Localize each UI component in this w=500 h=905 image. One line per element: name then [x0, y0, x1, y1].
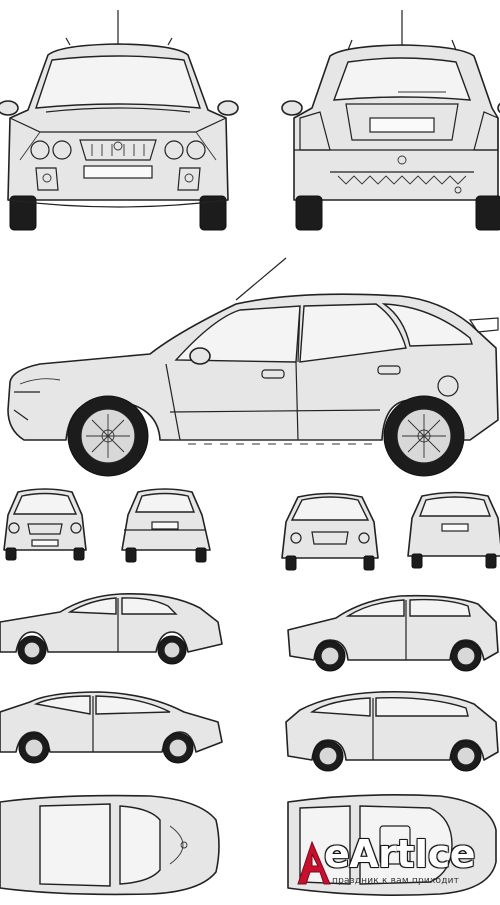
- brand-logo-icon: [297, 840, 331, 885]
- small-rear-view-1: [121, 488, 211, 563]
- rear-view-large: [281, 10, 500, 231]
- front-view-large: [0, 10, 239, 231]
- small-rear-view-2: [407, 491, 500, 569]
- small-side-view-3: [0, 691, 223, 764]
- top-view-2: [287, 794, 497, 896]
- watermark-tagline: праздник к вам приходит: [332, 876, 460, 886]
- watermark: eArtIce праздник к вам приходит: [292, 832, 498, 896]
- small-side-view-1: [0, 592, 223, 665]
- small-front-view-1: [3, 488, 87, 561]
- watermark-brand: eArtIce: [324, 832, 476, 876]
- small-side-view-4: [285, 690, 499, 772]
- top-view-1: [0, 794, 220, 896]
- small-side-view-2: [287, 594, 499, 672]
- side-view-large: [7, 257, 499, 477]
- small-front-view-2: [281, 492, 379, 571]
